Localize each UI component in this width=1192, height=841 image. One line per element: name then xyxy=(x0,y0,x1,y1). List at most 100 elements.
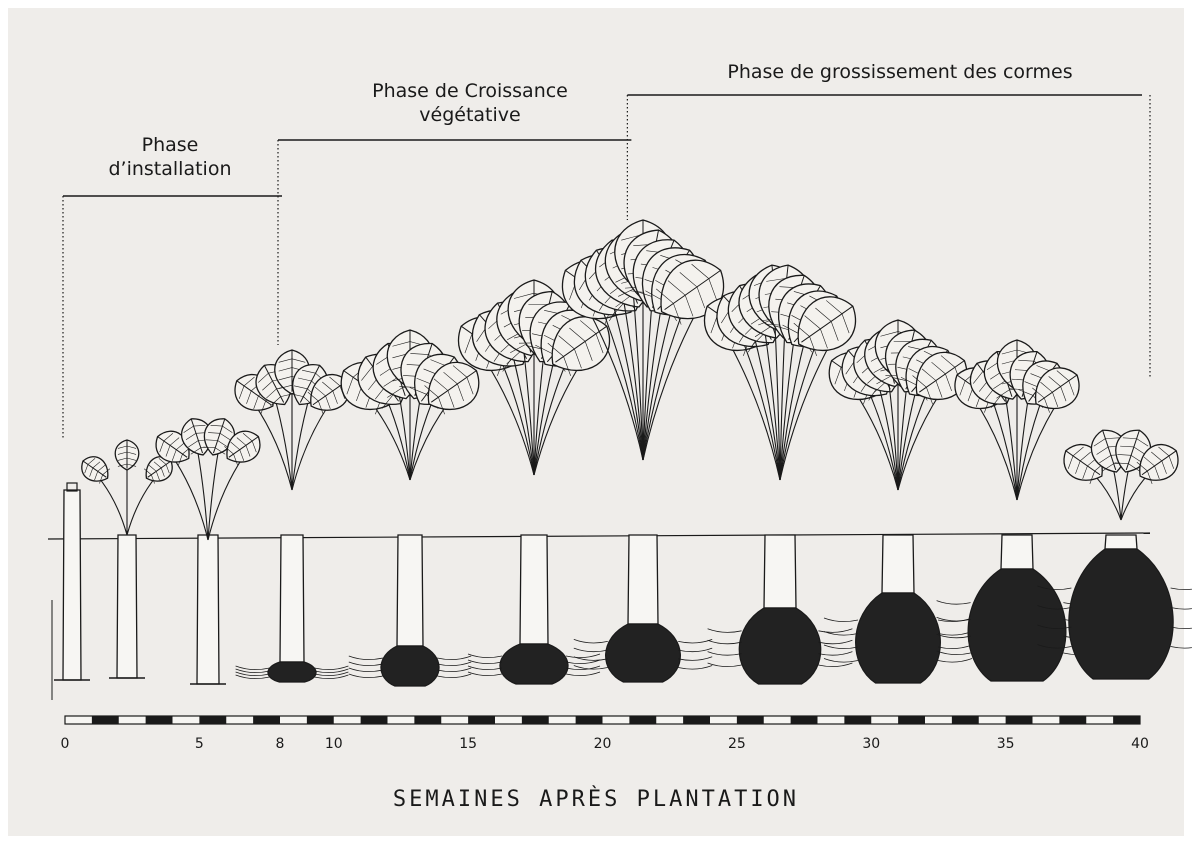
scale-bar-segment xyxy=(952,716,979,724)
plant-sett xyxy=(54,483,90,680)
root xyxy=(818,652,852,656)
root xyxy=(566,654,600,658)
scale-bar-segment xyxy=(146,716,173,724)
root xyxy=(708,663,742,667)
phase-label-installation-line1: Phase xyxy=(70,133,270,157)
plant-peak xyxy=(549,220,737,682)
root xyxy=(437,674,471,678)
corm xyxy=(500,644,568,684)
root xyxy=(708,629,742,633)
stem xyxy=(1105,535,1137,549)
root xyxy=(938,659,972,663)
root xyxy=(818,629,852,633)
stem xyxy=(1001,535,1033,569)
scale-bar-segment xyxy=(199,716,226,724)
root xyxy=(938,632,972,636)
scale-bar-segment xyxy=(737,716,764,724)
phase-label-vegetative-line1: Phase de Croissance xyxy=(330,79,610,103)
root xyxy=(708,640,742,644)
tick-label-8: 8 xyxy=(276,736,285,752)
tick-label-25: 25 xyxy=(728,736,746,752)
root xyxy=(468,672,502,676)
root xyxy=(437,662,471,666)
scale-bar-segment xyxy=(522,716,549,724)
plant-young xyxy=(227,350,357,682)
corm xyxy=(968,569,1066,681)
tick-label-15: 15 xyxy=(459,736,477,752)
scale-bar-segment xyxy=(683,716,710,724)
scale-bar-segment xyxy=(576,716,603,724)
root xyxy=(678,657,712,661)
plants xyxy=(54,220,1192,686)
plant-sprout-small xyxy=(76,440,177,678)
root xyxy=(349,674,383,678)
plant-corm-growth xyxy=(692,262,867,684)
root xyxy=(574,648,608,652)
root xyxy=(1171,586,1192,590)
leaf-blade xyxy=(115,440,139,470)
stem xyxy=(63,490,81,680)
scale-bar-segment xyxy=(468,716,495,724)
root xyxy=(468,654,502,658)
root xyxy=(818,640,852,644)
scale-bar-segment xyxy=(361,716,388,724)
root xyxy=(468,660,502,664)
tick-label-10: 10 xyxy=(325,736,343,752)
root xyxy=(824,618,858,622)
week-scale-bar: 0 5 8 10 15 20 25 30 35 40 xyxy=(61,716,1149,752)
tick-label-40: 40 xyxy=(1131,736,1149,752)
root xyxy=(236,666,270,670)
plant-corm-growth xyxy=(819,320,978,683)
root xyxy=(938,645,972,649)
root xyxy=(1171,645,1192,649)
stem xyxy=(117,535,137,678)
root xyxy=(937,601,971,605)
root xyxy=(566,672,600,676)
plant-vegetative xyxy=(446,280,621,684)
root xyxy=(678,639,712,643)
scale-bar-segment xyxy=(629,716,656,724)
root xyxy=(468,666,502,670)
stem xyxy=(280,535,304,662)
tick-label-5: 5 xyxy=(195,736,204,752)
root xyxy=(678,648,712,652)
scale-bar-segment xyxy=(92,716,119,724)
root xyxy=(824,645,858,649)
root xyxy=(1171,606,1192,610)
root xyxy=(818,663,852,667)
stem xyxy=(520,535,548,644)
corm xyxy=(856,593,941,683)
tick-label-20: 20 xyxy=(594,736,612,752)
root xyxy=(349,662,383,666)
leaf-blade xyxy=(76,451,114,487)
scale-bar-segment xyxy=(1059,716,1086,724)
tick-label-35: 35 xyxy=(997,736,1015,752)
stem xyxy=(397,535,423,646)
corm xyxy=(739,608,821,684)
stem xyxy=(628,535,658,624)
scale-bar-segment xyxy=(414,716,441,724)
scale-bar-segment xyxy=(898,716,925,724)
root xyxy=(824,659,858,663)
scale-bar-segment xyxy=(307,716,334,724)
corm xyxy=(1069,549,1173,679)
root xyxy=(574,639,608,643)
scale-bar-segment xyxy=(791,716,818,724)
scale-bar-segment xyxy=(844,716,871,724)
root xyxy=(349,668,383,672)
scale-bar-segment xyxy=(1113,716,1140,724)
root xyxy=(708,652,742,656)
tick-label-30: 30 xyxy=(862,736,880,752)
corm xyxy=(381,646,439,686)
tick-label-0: 0 xyxy=(61,736,70,752)
root xyxy=(314,666,348,670)
root xyxy=(349,656,383,660)
phase-label-corm-line1: Phase de grossissement des cormes xyxy=(660,60,1140,84)
scale-bar-segment xyxy=(253,716,280,724)
stem xyxy=(197,535,219,684)
corm xyxy=(606,624,681,682)
root xyxy=(678,666,712,670)
root xyxy=(437,668,471,672)
phase-label-installation: Phase d’installation xyxy=(70,133,270,181)
